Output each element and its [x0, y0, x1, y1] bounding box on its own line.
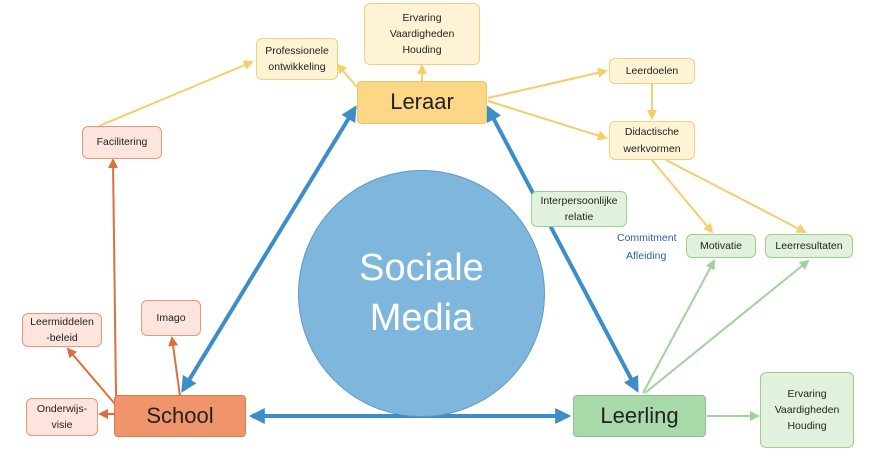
imago-box: Imago	[141, 300, 201, 336]
center-line1: Sociale	[359, 247, 484, 290]
arrow-didactische-leerresultaten	[665, 159, 807, 233]
arrow-leerling-motivatie	[642, 259, 715, 394]
interpersoonlijke-relatie-box: Interpersoonlijke relatie	[531, 191, 627, 227]
arrow-school-leermiddelen	[66, 347, 116, 405]
leerresultaten-box: Leerresultaten	[765, 234, 853, 258]
professionele-ontwikkeling-box: Professionele ontwikkeling	[256, 38, 338, 80]
school-box: School	[114, 395, 246, 437]
arrow-leraar-school	[181, 105, 357, 393]
facilitering-box: Facilitering	[82, 126, 162, 159]
commitment-label: Commitment	[617, 232, 677, 244]
arrow-leraar-professionele	[336, 63, 358, 88]
arrow-leraar-leerling	[486, 105, 639, 393]
motivatie-box: Motivatie	[686, 234, 756, 258]
arrow-leraar-leerdoelen	[487, 67, 608, 99]
arrow-leraar-didactische	[487, 100, 608, 141]
leraar-attributes-box: Ervaring Vaardigheden Houding	[364, 3, 480, 65]
leerling-attributes-box: Ervaring Vaardigheden Houding	[760, 372, 854, 448]
sociale-media-circle: Sociale Media	[298, 170, 545, 417]
didactische-werkvormen-box: Didactische werkvormen	[609, 121, 695, 160]
arrow-leerling-leerresultaten	[644, 259, 810, 394]
arrow-school-facilitering	[108, 158, 119, 397]
leerling-box: Leerling	[573, 395, 706, 437]
arrow-school-imago	[168, 336, 181, 397]
onderwijsvisie-box: Onderwijs- visie	[26, 398, 98, 436]
leraar-box: Leraar	[357, 81, 487, 124]
center-line2: Media	[369, 296, 474, 339]
leermiddelen-beleid-box: Leermiddelen -beleid	[22, 313, 102, 347]
arrow-facilitering-professionele	[98, 60, 254, 127]
afleiding-label: Afleiding	[626, 250, 667, 262]
leerdoelen-box: Leerdoelen	[609, 58, 695, 84]
arrow-didactische-motivatie	[651, 159, 714, 234]
